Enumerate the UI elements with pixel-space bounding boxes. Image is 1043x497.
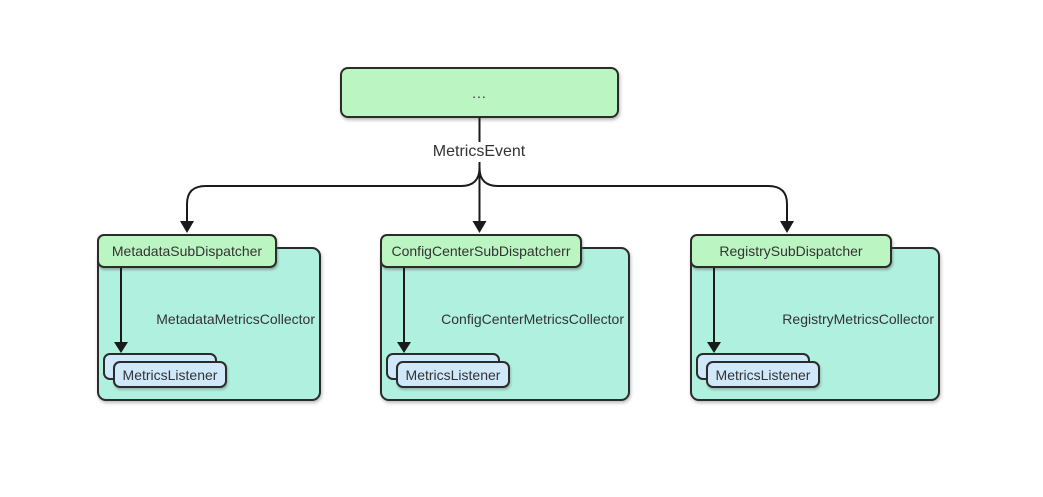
listener-label: MetricsListener bbox=[122, 366, 218, 383]
node-metrics-listener: MetricsListener bbox=[396, 361, 510, 388]
node-metadata-sub-dispatcher: MetadataSubDispatcher bbox=[97, 234, 277, 268]
listener-label: MetricsListener bbox=[715, 366, 811, 383]
node-root-label: ... bbox=[472, 84, 487, 101]
group-metadata: MetadataSubDispatcher MetadataMetricsCol… bbox=[97, 234, 321, 401]
node-metrics-listener: MetricsListener bbox=[113, 361, 227, 388]
edge-root-to-registry bbox=[478, 118, 788, 221]
listener-label: MetricsListener bbox=[405, 366, 501, 383]
container-label-configcenter: ConfigCenterMetricsCollector bbox=[441, 311, 624, 327]
container-label-metadata: MetadataMetricsCollector bbox=[156, 311, 315, 327]
node-root: ... bbox=[340, 67, 619, 118]
container-label-registry: RegistryMetricsCollector bbox=[782, 311, 934, 327]
group-configcenter: ConfigCenterSubDispatcherr ConfigCenterM… bbox=[380, 234, 630, 401]
dispatcher-label: ConfigCenterSubDispatcherr bbox=[391, 243, 571, 259]
node-metrics-listener: MetricsListener bbox=[706, 361, 820, 388]
edge-label-metrics-event: MetricsEvent bbox=[427, 142, 531, 162]
node-registry-sub-dispatcher: RegistrySubDispatcher bbox=[690, 234, 892, 268]
node-configcenter-sub-dispatcher: ConfigCenterSubDispatcherr bbox=[380, 234, 582, 268]
edge-root-to-metadata bbox=[186, 118, 481, 221]
arrowhead-metadata bbox=[180, 221, 194, 233]
arrowhead-registry bbox=[780, 221, 794, 233]
group-registry: RegistrySubDispatcher RegistryMetricsCol… bbox=[690, 234, 940, 401]
dispatcher-label: RegistrySubDispatcher bbox=[719, 243, 863, 259]
dispatcher-label: MetadataSubDispatcher bbox=[111, 243, 263, 259]
arrowhead-configcenter bbox=[472, 221, 487, 233]
